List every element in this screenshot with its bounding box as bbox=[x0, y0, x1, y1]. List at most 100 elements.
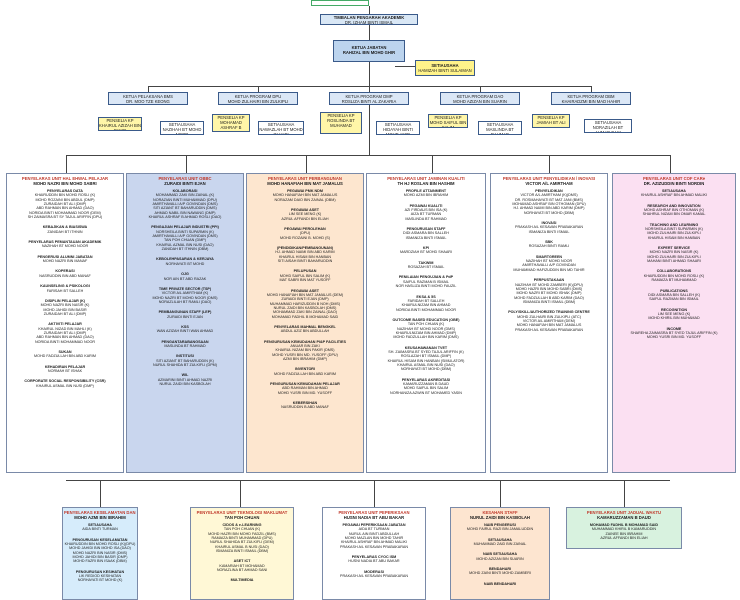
sub-name: MOHD SAIFUL BIN SALIM bbox=[429, 120, 467, 128]
spacer bbox=[64, 532, 136, 535]
unit-line: NAIB PENGERUSI bbox=[484, 523, 516, 527]
unit-line: NOR AIN BT ABD RAZAK bbox=[163, 276, 207, 281]
spacer bbox=[368, 289, 484, 292]
unit-heading: PENYELARAS UNIT PEPERIKSAAN bbox=[338, 510, 410, 515]
unit-line: ZURAIDAH BT ALI (DMP) bbox=[43, 311, 87, 316]
unit-line: SH. ZAIMASRA BT SYED TAJUL ARIFFIN (K) bbox=[388, 349, 464, 354]
spacer bbox=[452, 546, 548, 549]
unit-line: MOHD SAIFUL BIN SALIM (K) bbox=[279, 273, 331, 278]
unit-line: PENYELARAS MAHMAL BENGKEL bbox=[274, 324, 336, 329]
spacer bbox=[492, 234, 606, 237]
unit-line: MOHD HANAFIAH BIN MAT JAMALUS bbox=[272, 193, 338, 198]
connector bbox=[66, 155, 67, 173]
unit-line: PEGAWAI ASET bbox=[291, 288, 319, 293]
unit-line: NURUL SHAHIDA BT ZULKIFLI (DEM) bbox=[210, 540, 274, 545]
unit-line: MOHD ZULHAIRI BIN ZULKIPLI (ATC) bbox=[517, 314, 581, 319]
connector bbox=[186, 155, 187, 173]
unit-line: KEBOLEHPASARAN & KERJAYA bbox=[156, 257, 214, 262]
unit-line: WAN AZIZAH BINTI WAN AHMAD bbox=[156, 329, 214, 334]
program-head-dmp: KETUA PROGRAM DMP ROSLIZA BINTI AL ZAKAR… bbox=[329, 92, 409, 105]
unit-line: MOHD FADZULLAH B ABD KARIM (DAO) bbox=[514, 295, 584, 300]
unit-line: KHAIRUL NIZAD BIN MAHLI (K) bbox=[38, 326, 92, 331]
secretary-name: HAMIZAH BINTI SULAIMAN bbox=[418, 68, 472, 73]
unit-line: OJG bbox=[181, 272, 189, 277]
spacer bbox=[248, 334, 362, 337]
program-title: KETUA PELAKSANA BMS bbox=[123, 94, 173, 99]
unit-line: KHAIRUL ASHRAF B AHMAD ROSLI (DAO) bbox=[148, 215, 222, 220]
unit-coordinator-name: HUSNI NADIA BT ABU BAKAR bbox=[343, 515, 405, 520]
unit-line: ANUAR BIN ZAKI bbox=[290, 343, 320, 348]
unit-line: FARIDAH BT SALLEH bbox=[407, 298, 445, 303]
connector bbox=[240, 480, 241, 507]
deputy-director-name: DR. IZHAM BINTI ISMAIL bbox=[344, 20, 394, 25]
spacer bbox=[324, 549, 424, 552]
sub-name: HIDAYAH BINTI MOHD AMIR bbox=[383, 127, 413, 135]
unit-line: MOHD NAZRI BIN NASIR (K) bbox=[649, 250, 699, 255]
connector bbox=[258, 86, 259, 92]
unit-line: SAIFUL RAZMAN BIN ISMAIL bbox=[649, 297, 699, 302]
unit-line: RECOGNITION bbox=[660, 307, 688, 312]
connector bbox=[480, 86, 481, 92]
spacer bbox=[128, 266, 242, 269]
unit-line: WIL bbox=[181, 373, 189, 378]
unit-line: MOHD NAZRI BT MOHD NOOR (DMS) bbox=[152, 295, 218, 300]
unit-line: ISMANIZA BINTI ISMAIL (DBM) bbox=[522, 299, 576, 304]
unit-line: MOHD NAZRI BT MOHD ISHAK (DMP) bbox=[516, 291, 582, 296]
unit-line: MOHD FADZULLAH BIN KARIM (DMS) bbox=[393, 335, 459, 340]
unit-line: MOHD NAZRI BIN NASIR (K) bbox=[40, 303, 90, 308]
spacer bbox=[8, 373, 122, 376]
unit-line: PENYELARAS AKREDITASI bbox=[401, 377, 451, 382]
unit-line: TAN POH CHUAN (DMP) bbox=[164, 238, 206, 243]
spacer bbox=[614, 263, 734, 266]
sub-title: SETIAUSAHA bbox=[384, 122, 412, 127]
unit-line: MUHAMMAD ZAID BIN ZAINAL bbox=[473, 542, 527, 547]
unit-line: ZANIDAH BT ITHNIN bbox=[47, 229, 83, 234]
unit-line: PENILAIAN PENGUJIAN & PdP bbox=[398, 275, 454, 280]
unit-line: KEBERSIHAN bbox=[292, 401, 318, 406]
unit-line: EXPERT SERVICE bbox=[658, 246, 690, 251]
unit-line: KHAIRUL HISAM BIN HANBAN bbox=[278, 254, 332, 259]
unit-line: MOHD ROZAINI BIN ABDUL (DMP) bbox=[35, 197, 95, 202]
spacer bbox=[8, 278, 122, 281]
connector bbox=[374, 480, 375, 507]
unit-coordinator-name: NURUL ZAIDI BIN KASBOLAH bbox=[470, 515, 530, 520]
unit-line: ROSAZAH BT ISMAIL bbox=[407, 265, 445, 270]
spacer bbox=[368, 269, 484, 272]
unit-line: PELUPUSAN bbox=[293, 269, 317, 274]
unit-line: SETIAUSAHA bbox=[88, 523, 112, 527]
unit-line: PENGURUSAN KEMUDAHAN PELAJAR bbox=[270, 382, 340, 386]
program-head-bms: KETUA PELAKSANA BMS DR. MOO TZE KEONG bbox=[108, 92, 188, 105]
unit-line: MOHAMAD ASHRAF BIN OTHOMAN (DPU) bbox=[512, 202, 586, 207]
unit-line: ABD RAHMAN BIN AHMAD bbox=[282, 386, 328, 391]
unit-line: MOHD FAZRI BIN ISAAK (DBM) bbox=[73, 559, 127, 564]
unit-line: RAMAIZA BT MUHAMMAD bbox=[651, 278, 697, 283]
connector bbox=[432, 155, 433, 173]
spacer bbox=[368, 221, 484, 224]
head-of-department-title: KETUA JABATAN bbox=[351, 45, 387, 50]
unit-line: SBK bbox=[545, 240, 553, 245]
unit-line: TAN POH CHUAN (K) bbox=[223, 527, 261, 532]
spacer bbox=[614, 217, 734, 220]
connector bbox=[369, 105, 370, 155]
unit-line: ABD RAHMAN BIN AHMAD (DAO) bbox=[36, 335, 94, 340]
spacer bbox=[452, 532, 548, 535]
spacer bbox=[248, 221, 362, 224]
unit-line: KOLABORASI bbox=[172, 189, 198, 193]
unit-line: AZRUL AFFANDI BIN ELIAH bbox=[281, 216, 329, 221]
unit-line: CORPORATE SOCIAL RESPONSIBILITY (CSR) bbox=[24, 379, 106, 384]
unit-line: NURUL AIN BINTI ABDULLAH bbox=[348, 531, 400, 536]
spacer bbox=[452, 561, 548, 564]
unit-line: NURUL SHAHIDA BT ZULKIFLI (DPM) bbox=[153, 362, 217, 367]
unit-heading: KESAHAN STAFF bbox=[482, 510, 518, 515]
sub-title: PENSELIA KP bbox=[537, 115, 565, 120]
unit-line: NORAZIAN BINTI MUHAMMAD (DPU) bbox=[153, 197, 217, 202]
unit-line: AMIRTHAVALLI A/P GOVINDAN bbox=[522, 263, 576, 268]
spacer bbox=[8, 344, 122, 347]
spacer bbox=[248, 361, 362, 364]
unit-line: KHAIRUDDIN BIN MOHD ROSLI (K)(DPU) bbox=[64, 542, 136, 547]
unit-line: PENYELARAS DATA bbox=[47, 189, 83, 193]
